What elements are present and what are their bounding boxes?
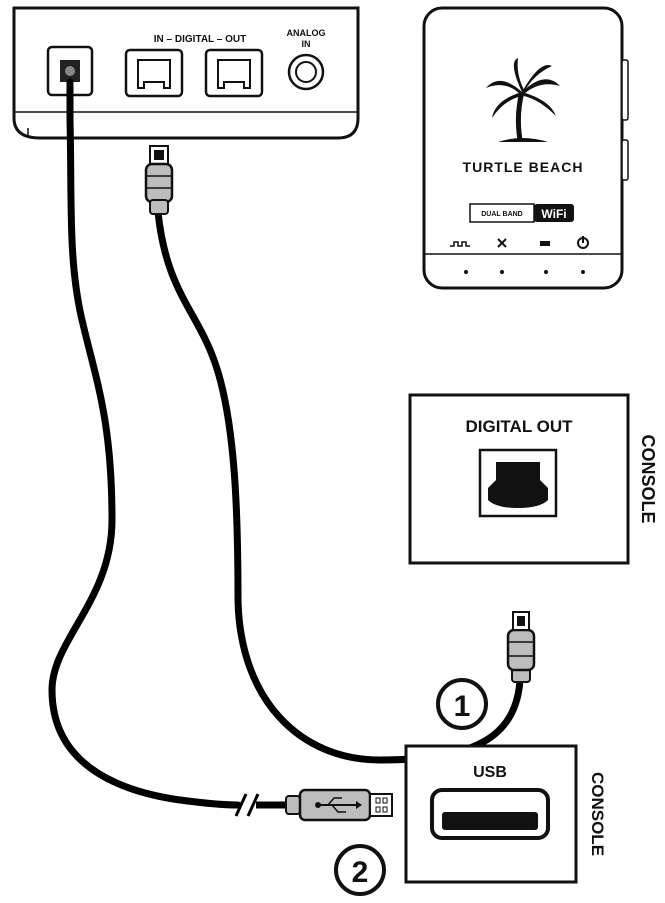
analog-label-line2: IN	[302, 39, 311, 49]
analog-label-line1: ANALOG	[287, 28, 326, 38]
console-usb-panel: USB CONSOLE	[404, 744, 607, 884]
usb-label: USB	[473, 764, 507, 781]
receiver-unit: TURTLE BEACH DUAL BAND WiFi	[422, 6, 629, 290]
palm-tree-logo	[486, 58, 560, 142]
optical-plug-top	[144, 145, 174, 215]
step-2-number: 2	[352, 856, 369, 889]
step-1-number: 1	[454, 690, 471, 723]
console-digital-out-panel: DIGITAL OUT CONSOLE	[408, 393, 658, 565]
usb-console-port	[430, 788, 550, 840]
step-2-marker: 2	[334, 844, 386, 896]
console-side-label-2: CONSOLE	[588, 772, 607, 856]
pair-icon	[497, 238, 507, 248]
battery-icon	[540, 241, 550, 246]
usb-cable	[48, 78, 242, 809]
signal-icon	[450, 241, 470, 247]
usb-symbol-icon	[315, 797, 362, 813]
usb-plug	[285, 788, 393, 822]
console-side-label-1: CONSOLE	[638, 434, 658, 523]
step-1-marker: 1	[436, 678, 488, 730]
transmitter-unit: IN – DIGITAL – OUT ANALOG IN	[12, 6, 360, 140]
brand-name: TURTLE BEACH	[463, 159, 584, 175]
digital-ports-label: IN – DIGITAL – OUT	[154, 34, 246, 45]
wifi-badge: DUAL BAND WiFi	[469, 203, 574, 223]
analog-in-jack	[287, 53, 325, 91]
cable-break-marks	[234, 793, 260, 817]
wifi-label: WiFi	[541, 207, 566, 221]
status-icons	[450, 236, 589, 249]
optical-out-port	[204, 48, 264, 98]
digital-out-label: DIGITAL OUT	[465, 417, 573, 436]
led-dots	[464, 270, 585, 274]
optical-in-port	[124, 48, 184, 98]
power-port	[46, 45, 94, 97]
optical-console-port	[478, 448, 558, 518]
optical-plug-bottom	[506, 611, 536, 683]
dual-band-label: DUAL BAND	[481, 211, 522, 218]
power-icon	[577, 236, 589, 249]
